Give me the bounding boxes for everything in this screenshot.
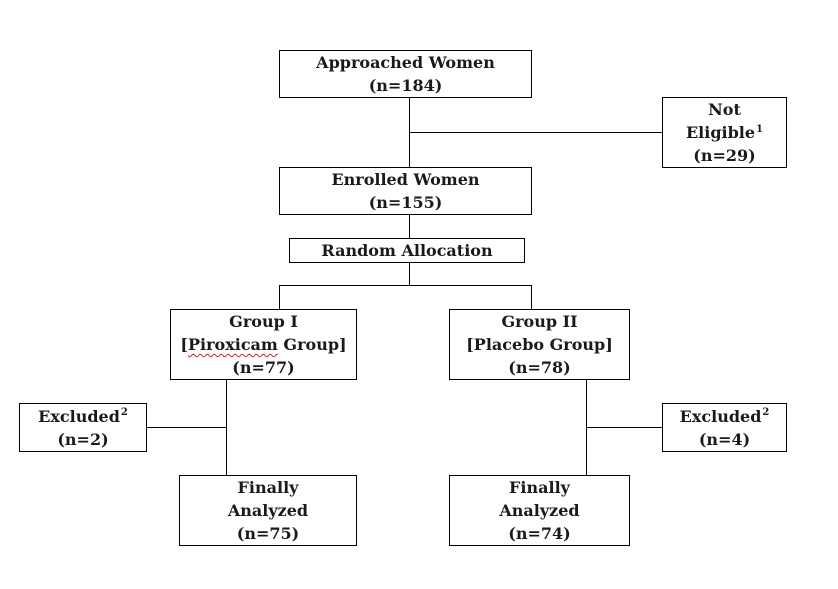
group2-count: (n=78): [508, 358, 571, 377]
not-eligible-line1: Not: [708, 100, 741, 119]
analyzed2-line2: Analyzed: [499, 501, 580, 520]
connector-branch-group2: [531, 285, 532, 310]
random-allocation-label: Random Allocation: [321, 241, 493, 260]
group1-name-wrap: [Piroxicam Group]: [180, 333, 346, 356]
group1-box: Group I [Piroxicam Group] (n=77): [170, 309, 357, 380]
excluded2-count: (n=4): [698, 429, 751, 449]
approached-women-box: Approached Women (n=184): [279, 50, 532, 98]
enrolled-count: (n=155): [368, 193, 443, 212]
enrolled-label: Enrolled Women: [331, 170, 480, 189]
connector-group1-analyzed1: [226, 379, 227, 476]
connector-branch-group1: [279, 285, 280, 310]
approached-count: (n=184): [368, 76, 443, 95]
excluded1-footnote: 2: [120, 407, 128, 419]
connector-allocation-split: [409, 262, 410, 286]
approached-label: Approached Women: [316, 53, 495, 72]
analyzed1-box: Finally Analyzed (n=75): [179, 475, 357, 546]
excluded2-footnote: 2: [762, 407, 770, 419]
group1-name-rest: Group]: [277, 335, 347, 354]
analyzed1-count: (n=75): [236, 524, 300, 543]
analyzed2-count: (n=74): [508, 524, 571, 543]
connector-excluded2: [586, 427, 663, 428]
group2-name: [Placebo Group]: [466, 335, 613, 354]
excluded2-label-wrap: Excluded2: [680, 405, 770, 428]
connector-enrolled-allocation: [409, 214, 410, 238]
group1-bracket-open: [: [180, 335, 188, 354]
random-allocation-box: Random Allocation: [289, 238, 525, 263]
group1-count: (n=77): [232, 358, 295, 377]
connector-excluded1: [146, 427, 226, 428]
not-eligible-count: (n=29): [693, 146, 756, 165]
connector-not-eligible: [409, 132, 662, 133]
analyzed2-box: Finally Analyzed (n=74): [449, 475, 630, 546]
excluded1-box: Excluded2 (n=2): [19, 403, 147, 452]
group2-box: Group II [Placebo Group] (n=78): [449, 309, 630, 380]
excluded2-box: Excluded2 (n=4): [662, 403, 787, 452]
excluded2-label: Excluded: [679, 406, 762, 426]
not-eligible-box: Not Eligible1 (n=29): [662, 97, 787, 168]
analyzed1-line2: Analyzed: [227, 501, 309, 520]
enrolled-women-box: Enrolled Women (n=155): [279, 167, 532, 215]
analyzed2-line1: Finally: [509, 478, 570, 497]
group2-label: Group II: [501, 312, 578, 331]
not-eligible-footnote: 1: [756, 123, 764, 135]
excluded1-count: (n=2): [57, 429, 109, 449]
not-eligible-line2-wrap: Eligible1: [686, 121, 763, 144]
group1-label: Group I: [229, 312, 298, 331]
analyzed1-line1: Finally: [237, 478, 299, 497]
connector-allocation-branch: [279, 285, 532, 286]
excluded1-label: Excluded: [38, 406, 120, 426]
group1-name: Piroxicam: [187, 335, 278, 354]
excluded1-label-wrap: Excluded2: [38, 405, 128, 428]
not-eligible-line2: Eligible: [685, 123, 756, 142]
